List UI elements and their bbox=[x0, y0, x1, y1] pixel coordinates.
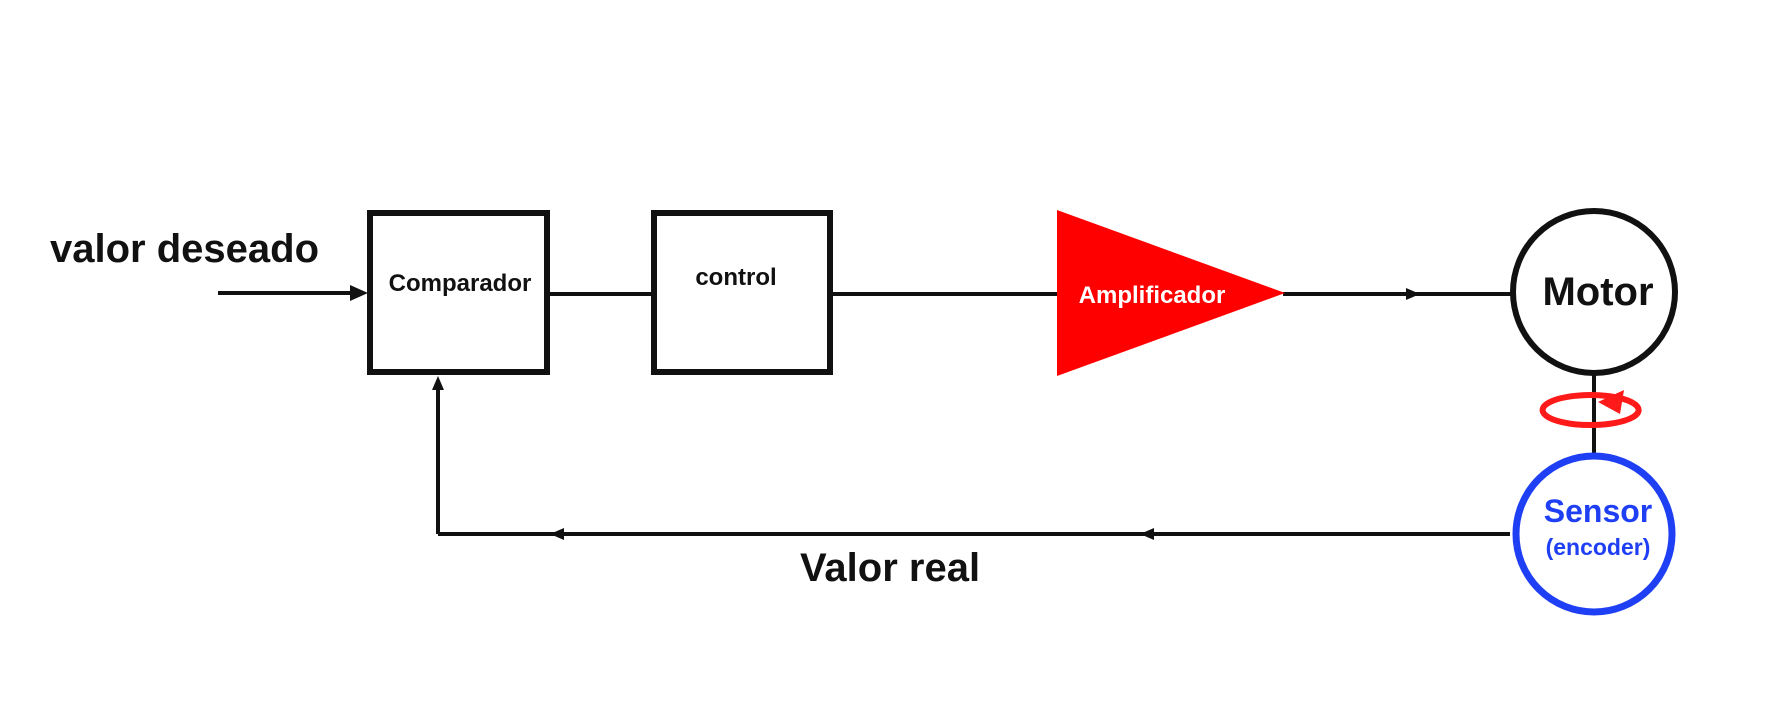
arrow-head-icon bbox=[1140, 528, 1154, 540]
arrow-head-icon bbox=[550, 528, 564, 540]
rotation-arrow-icon bbox=[1539, 390, 1642, 429]
control-block bbox=[651, 210, 833, 375]
motor-block bbox=[1510, 208, 1678, 376]
arrow-head-icon bbox=[432, 376, 444, 390]
connector-lines bbox=[218, 291, 1596, 536]
comparator-label: Comparador bbox=[389, 270, 532, 297]
input-label: valor deseado bbox=[50, 227, 319, 271]
control-label: control bbox=[695, 264, 776, 291]
motor-label: Motor bbox=[1542, 270, 1653, 314]
arrow-head-icon bbox=[350, 285, 368, 301]
sensor-label: Sensor bbox=[1544, 493, 1652, 529]
amplifier-block bbox=[1057, 210, 1285, 376]
arrow-head-icon bbox=[1406, 288, 1420, 300]
arrow-heads bbox=[350, 285, 1420, 540]
feedback-label: Valor real bbox=[800, 546, 980, 590]
sensor-detail-label: (encoder) bbox=[1546, 534, 1651, 560]
amplifier-label: Amplificador bbox=[1079, 282, 1226, 309]
sensor-block bbox=[1512, 452, 1676, 616]
comparator-block bbox=[367, 210, 550, 375]
